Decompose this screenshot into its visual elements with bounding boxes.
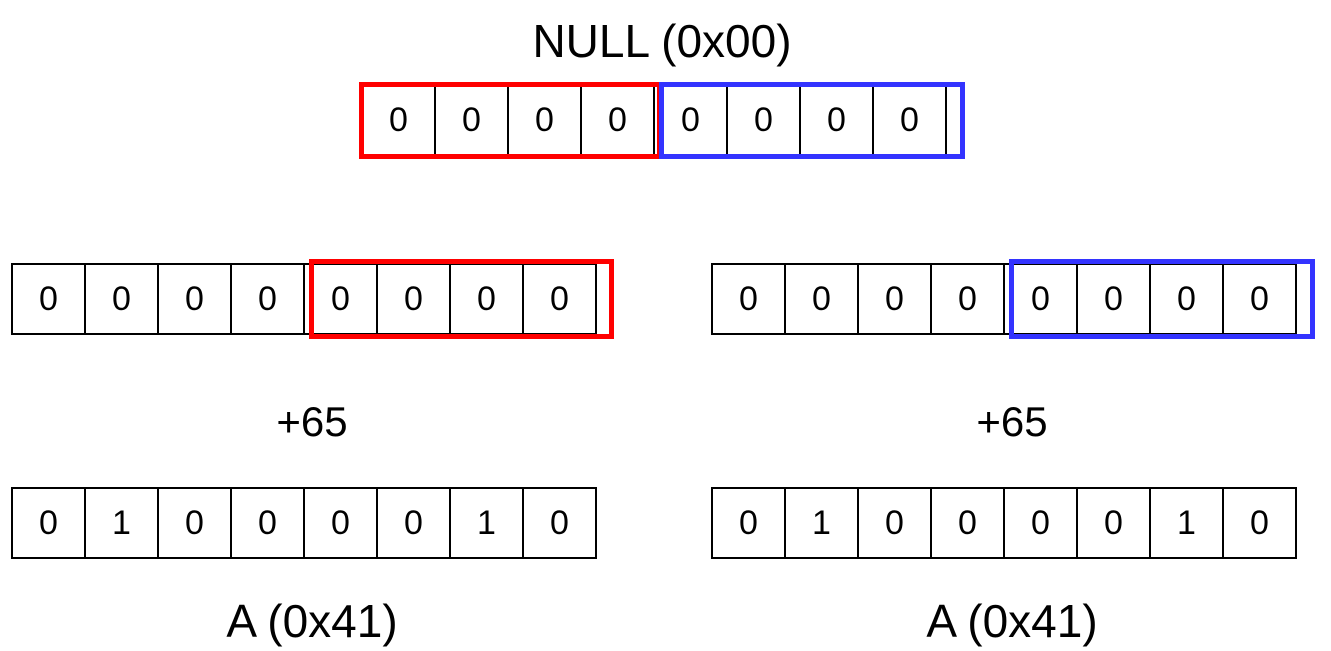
bit-cell: 0	[11, 487, 86, 559]
bit-cell: 0	[653, 84, 728, 156]
left-result-label: A (0x41)	[226, 595, 398, 647]
bit-cell: 0	[726, 84, 801, 156]
bit-cell: 0	[580, 84, 655, 156]
bit-cell: 0	[434, 84, 509, 156]
left-operation-label: +65	[276, 398, 348, 445]
bit-cell: 0	[157, 263, 232, 335]
bit-cell: 0	[1076, 263, 1151, 335]
bit-cell: 0	[361, 84, 436, 156]
bit-cell: 0	[930, 487, 1005, 559]
bit-cell: 0	[507, 84, 582, 156]
bit-cell: 0	[1003, 263, 1078, 335]
bit-cell: 0	[799, 84, 874, 156]
bit-cell: 1	[449, 487, 524, 559]
bit-cell: 0	[1149, 263, 1224, 335]
bit-cell: 1	[84, 487, 159, 559]
bit-cell: 0	[230, 263, 305, 335]
bit-cell: 0	[1003, 487, 1078, 559]
bit-cell: 0	[449, 263, 524, 335]
bit-cell: 0	[784, 263, 859, 335]
right-operation-label: +65	[976, 398, 1048, 445]
bit-cell: 0	[1222, 263, 1297, 335]
bit-cell: 0	[1222, 487, 1297, 559]
bit-cell: 0	[84, 263, 159, 335]
bit-cell: 0	[11, 263, 86, 335]
bit-cell: 0	[376, 263, 451, 335]
bit-cell: 0	[303, 487, 378, 559]
right-result-label: A (0x41)	[926, 595, 1098, 647]
bit-cell: 1	[784, 487, 859, 559]
bit-cell: 0	[872, 84, 947, 156]
bit-cell: 0	[711, 263, 786, 335]
bit-cell: 0	[522, 487, 597, 559]
bit-cell: 0	[157, 487, 232, 559]
bit-cell: 0	[857, 263, 932, 335]
null-byte-title: NULL (0x00)	[532, 15, 792, 67]
bit-cell: 0	[711, 487, 786, 559]
bit-cell: 0	[522, 263, 597, 335]
bit-cell: 0	[857, 487, 932, 559]
bit-cell: 0	[376, 487, 451, 559]
bit-cell: 0	[303, 263, 378, 335]
bit-cell: 0	[1076, 487, 1151, 559]
bit-cell: 0	[230, 487, 305, 559]
bit-cell: 0	[930, 263, 1005, 335]
bit-cell: 1	[1149, 487, 1224, 559]
